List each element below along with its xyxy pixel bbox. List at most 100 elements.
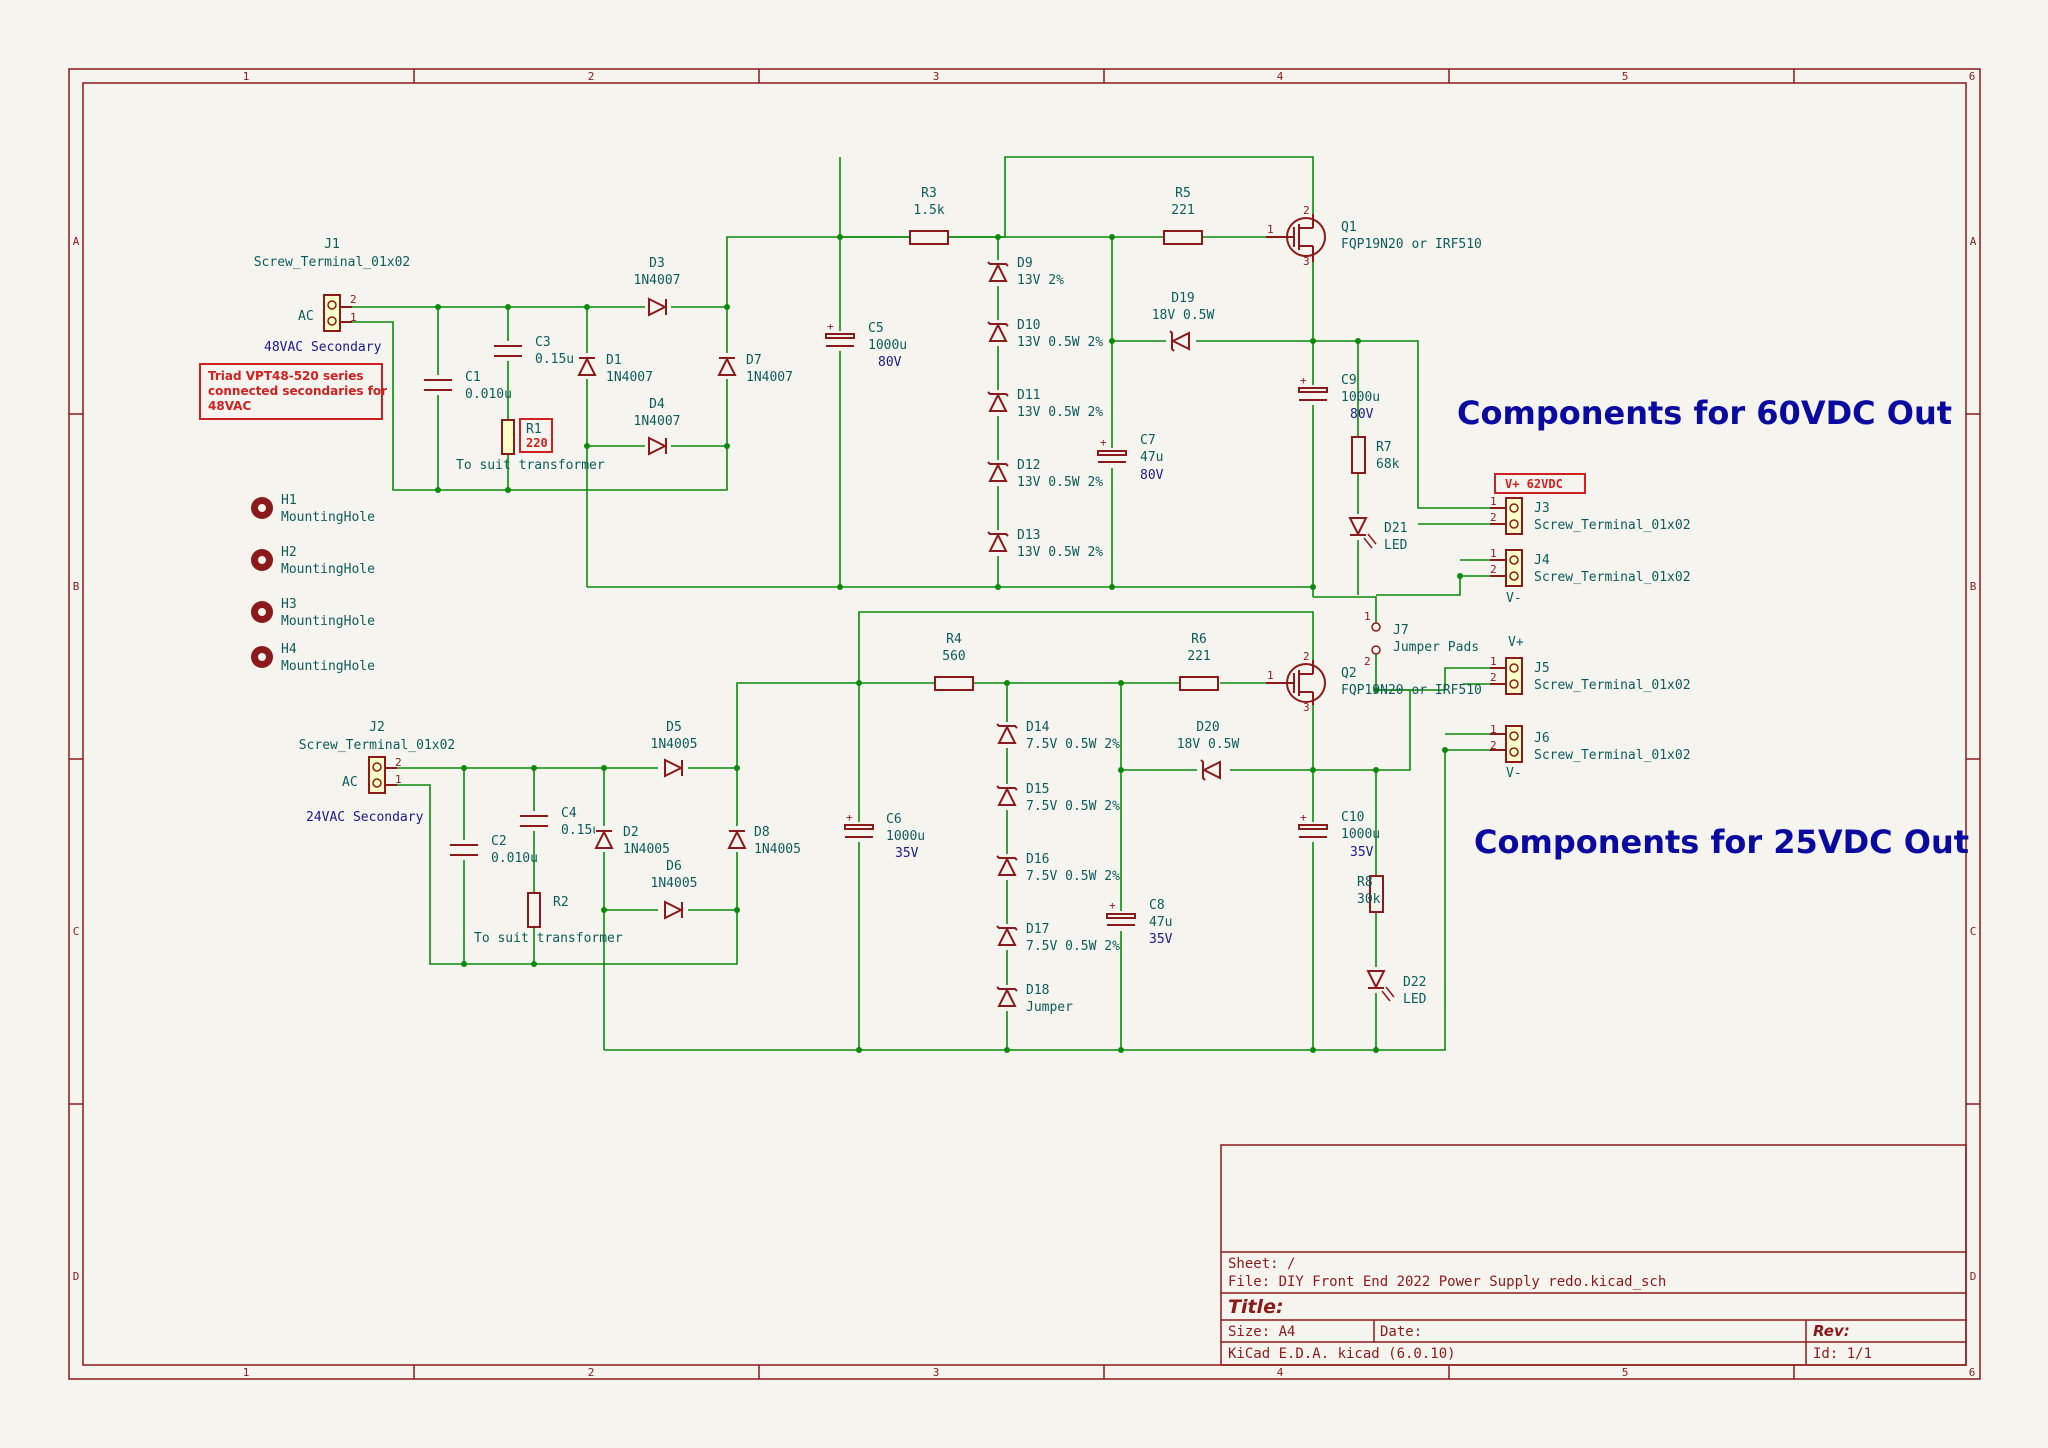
svg-text:1N4005: 1N4005	[623, 842, 670, 857]
svg-text:FQP19N20 or IRF510: FQP19N20 or IRF510	[1341, 237, 1482, 252]
svg-text:7.5V 0.5W 2%: 7.5V 0.5W 2%	[1026, 939, 1120, 954]
zener-d14[interactable]: D14 7.5V 0.5W 2%	[996, 720, 1120, 752]
date-label: Date:	[1380, 1324, 1422, 1340]
col-label: 2	[588, 1366, 595, 1379]
svg-text:H2: H2	[281, 545, 297, 560]
svg-text:2: 2	[1303, 204, 1310, 217]
svg-text:D9: D9	[1017, 256, 1033, 271]
title-block: Sheet: / File: DIY Front End 2022 Power …	[1220, 1144, 1967, 1366]
diode-d2[interactable]: D2 1N4005	[594, 825, 670, 857]
col-label: 5	[1622, 70, 1629, 83]
svg-text:D19: D19	[1171, 291, 1194, 306]
svg-text:1: 1	[1364, 610, 1371, 623]
svg-text:J4: J4	[1534, 553, 1550, 568]
svg-text:D14: D14	[1026, 720, 1050, 735]
mounting-hole-h1: H1 MountingHole	[251, 493, 375, 525]
svg-text:D15: D15	[1026, 782, 1049, 797]
svg-text:D5: D5	[666, 720, 682, 735]
svg-text:0.010u: 0.010u	[491, 851, 538, 866]
col-label: 2	[588, 70, 595, 83]
svg-text:80V: 80V	[1140, 468, 1164, 483]
svg-text:C10: C10	[1341, 810, 1364, 825]
capacitor-c1[interactable]: C10.010u	[423, 370, 512, 402]
resistor-r2[interactable]: R2 To suit transformer	[474, 892, 623, 946]
svg-text:R5: R5	[1175, 186, 1191, 201]
heading-60vdc: Components for 60VDC Out	[1457, 394, 1952, 432]
svg-text:J6: J6	[1534, 731, 1550, 746]
svg-text:2: 2	[1490, 739, 1497, 752]
svg-text:To suit transformer: To suit transformer	[456, 458, 605, 473]
svg-text:D4: D4	[649, 397, 665, 412]
mounting-hole-h2: H2 MountingHole	[251, 545, 375, 577]
svg-text:35V: 35V	[895, 846, 919, 861]
svg-text:D2: D2	[623, 825, 639, 840]
svg-text:+: +	[1109, 899, 1116, 912]
svg-text:1000u: 1000u	[1341, 827, 1380, 842]
svg-text:Q2: Q2	[1341, 666, 1357, 681]
svg-text:13V 0.5W 2%: 13V 0.5W 2%	[1017, 335, 1103, 350]
terminal-j1[interactable]: 2 1 J1 Screw_Terminal_01x02 AC 48VAC Sec…	[254, 237, 411, 355]
file-name: File: DIY Front End 2022 Power Supply re…	[1228, 1274, 1666, 1290]
svg-text:24VAC Secondary: 24VAC Secondary	[306, 810, 424, 825]
capacitor-c3[interactable]: C30.15u	[493, 335, 574, 367]
capacitor-c4[interactable]: C40.15u	[519, 806, 600, 838]
svg-text:J1: J1	[324, 237, 340, 252]
capacitor-c2[interactable]: C20.010u	[449, 834, 538, 866]
svg-text:MountingHole: MountingHole	[281, 659, 375, 674]
svg-text:Screw_Terminal_01x02: Screw_Terminal_01x02	[254, 255, 411, 270]
svg-text:C8: C8	[1149, 898, 1165, 913]
svg-text:18V 0.5W: 18V 0.5W	[1152, 308, 1215, 323]
terminal-j2[interactable]: 2 1 J2 Screw_Terminal_01x02 AC 24VAC Sec…	[299, 720, 456, 825]
svg-text:MountingHole: MountingHole	[281, 510, 375, 525]
resistor-r3[interactable]: R31.5k	[909, 186, 949, 245]
row-label: A	[73, 235, 80, 248]
svg-text:7.5V 0.5W 2%: 7.5V 0.5W 2%	[1026, 737, 1120, 752]
zener-d19[interactable]: D19 18V 0.5W	[1152, 291, 1215, 352]
svg-text:+: +	[1300, 374, 1307, 387]
svg-text:R1: R1	[526, 422, 542, 437]
svg-text:D1: D1	[606, 353, 622, 368]
svg-text:C3: C3	[535, 335, 551, 350]
svg-text:H3: H3	[281, 597, 297, 612]
mounting-hole-h3: H3 MountingHole	[251, 597, 375, 629]
svg-text:2: 2	[1490, 671, 1497, 684]
